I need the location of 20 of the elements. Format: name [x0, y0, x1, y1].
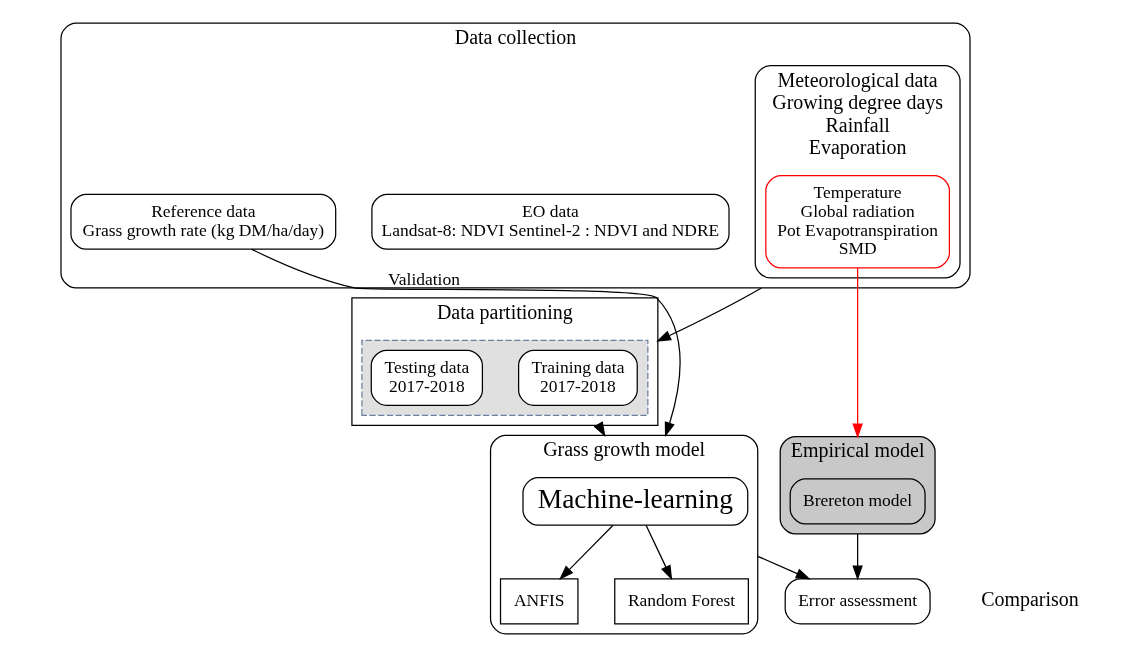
arrow — [756, 555, 811, 580]
node-box: Brereton model — [789, 478, 926, 525]
node-box: Testing data 2017-2018 — [370, 349, 483, 406]
arrow — [644, 524, 672, 581]
arrow — [250, 248, 680, 438]
cluster — [360, 339, 648, 416]
edge-label: Validation — [387, 268, 460, 289]
node-box: Machine-learning — [521, 477, 748, 526]
node-box: Reference data Grass growth rate (kg DM/ha/day) — [69, 193, 336, 250]
node-box: Random Forest — [613, 578, 749, 625]
arrow — [558, 524, 614, 580]
arrow — [851, 533, 863, 581]
node-label: Comparison — [980, 588, 1079, 611]
node-box: Error assessment — [784, 578, 931, 625]
node-box: ANFIS — [499, 578, 579, 625]
arrow — [851, 267, 863, 439]
node-box: Temperature Global radiation Pot Evapotranspiration SMD — [764, 174, 950, 269]
node-box: EO data Landsat-8: NDVI Sentinel-2 : NDVI and NDRE — [370, 193, 730, 250]
arrow — [655, 287, 762, 342]
node-box: Training data 2017-2018 — [517, 349, 638, 406]
